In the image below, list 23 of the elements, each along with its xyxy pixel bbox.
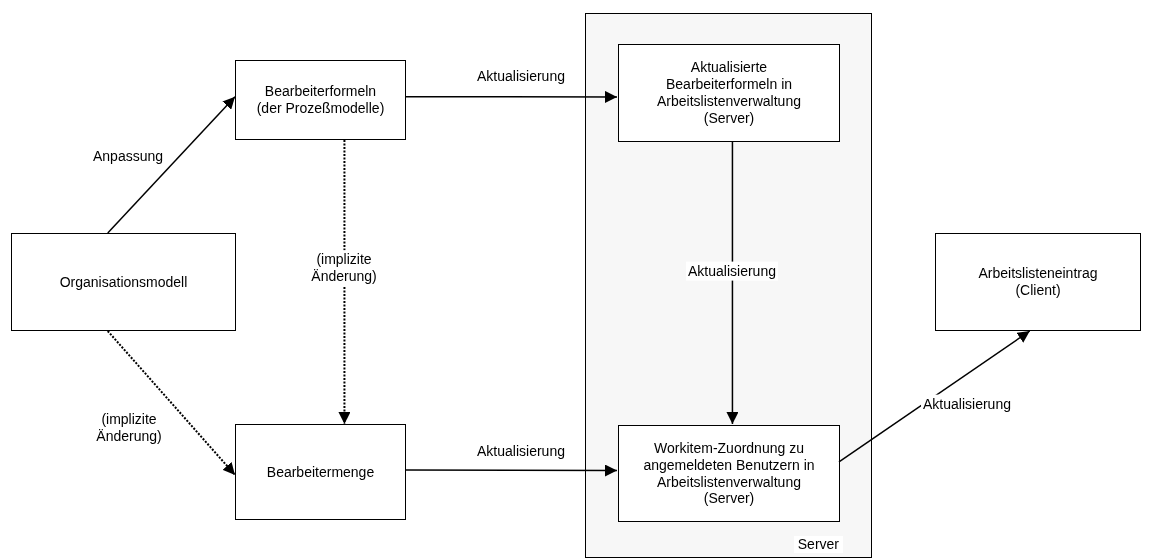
process-box bbox=[235, 424, 406, 520]
server-region bbox=[585, 13, 872, 558]
process-box bbox=[618, 425, 840, 522]
arrow bbox=[838, 330, 1031, 463]
box-text: Bearbeitermenge bbox=[266, 463, 375, 481]
process-box bbox=[618, 44, 840, 142]
process-box bbox=[235, 60, 406, 140]
edge-label: Aktualisierung bbox=[921, 394, 1013, 414]
region-label: Server bbox=[793, 536, 843, 553]
process-box bbox=[935, 233, 1141, 331]
arrow bbox=[726, 140, 739, 425]
arrow bbox=[106, 330, 236, 476]
arrow bbox=[107, 96, 236, 234]
arrow bbox=[338, 139, 351, 425]
edge-label: Aktualisierung bbox=[686, 261, 778, 281]
box-text: Aktualisierte Bearbeiterformeln in Arbeitslistenverwaltung (Server) bbox=[656, 59, 802, 127]
process-box bbox=[11, 233, 236, 331]
arrow bbox=[405, 464, 618, 477]
arrow bbox=[405, 90, 618, 103]
box-text: Workitem-Zuordnung zu angemeldeten Benutzern in Arbeitslistenverwaltung (Server) bbox=[642, 439, 816, 508]
box-text: Organisationsmodell bbox=[59, 273, 188, 291]
box-text: Arbeitslisteneintrag (Client) bbox=[977, 265, 1099, 299]
box-text: Bearbeiterformeln (der Prozeßmodelle) bbox=[255, 83, 386, 117]
